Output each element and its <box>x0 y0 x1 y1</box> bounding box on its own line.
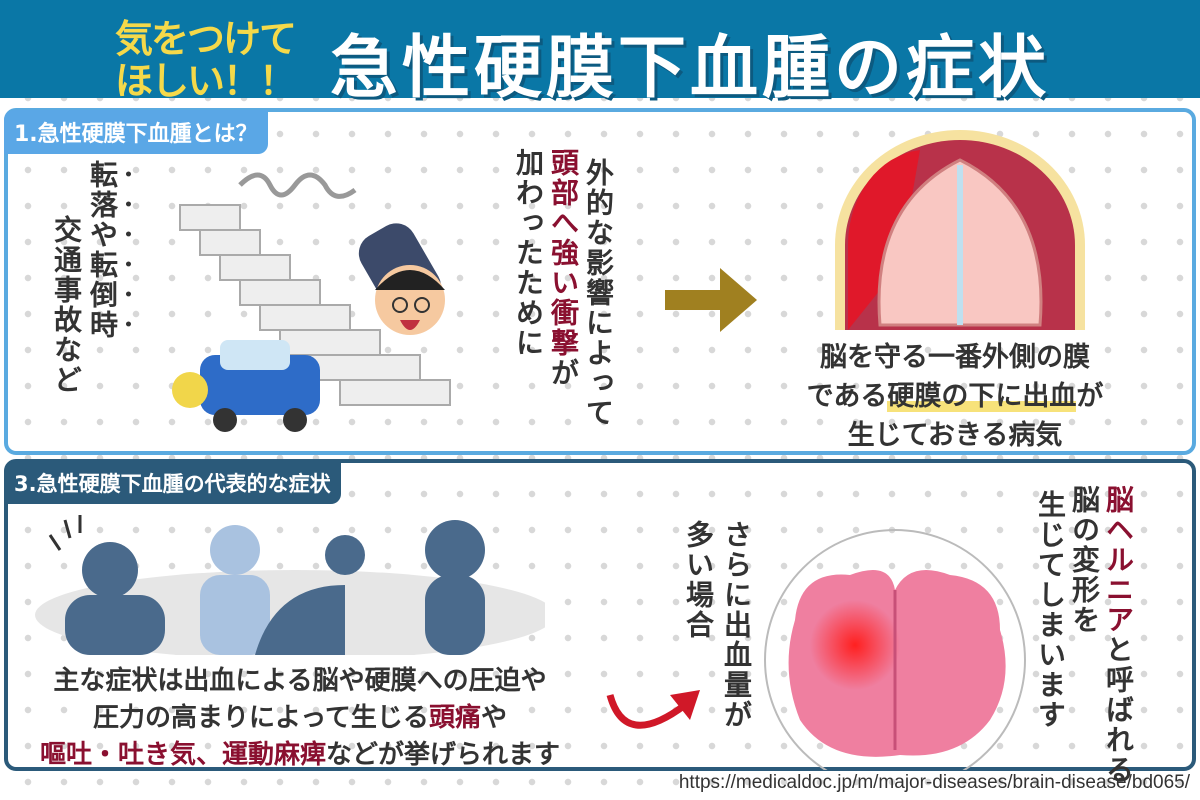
section-what-is-panel <box>4 108 1196 455</box>
symptoms-line2-pre: 圧力の高まりによって生じる <box>93 703 429 733</box>
arrow-right-icon <box>665 268 757 332</box>
source-url: https://medicaldoc.jp/m/major-diseases/b… <box>678 772 1190 793</box>
section2-label: 3.急性硬膜下血腫の代表的な症状 <box>4 462 341 504</box>
section1-label: 1.急性硬膜下血腫とは？ <box>4 110 268 154</box>
header-banner <box>0 0 1200 98</box>
impact-highlight: 頭部へ強い衝撃 <box>547 148 580 358</box>
car-icon <box>172 340 320 432</box>
herniation-line2: 脳の変形を <box>1068 485 1101 635</box>
impact-line1: 外的な影響によって <box>582 158 615 428</box>
cause-traffic: 交通事故など <box>50 215 83 395</box>
herniation-line1-rest: と呼ばれる <box>1102 635 1135 785</box>
curved-arrow-icon <box>606 690 700 729</box>
symptom-headache: 頭痛 <box>428 703 481 733</box>
brain-cross-section-illustration <box>835 130 1085 330</box>
symptoms-line1: 主な症状は出血による脳や硬膜への圧迫や <box>53 666 547 696</box>
definition-line1: 脳を守る一番外側の膜 <box>820 342 1090 373</box>
herniation-line1: 脳ヘルニアと呼ばれる <box>1100 485 1136 785</box>
definition-line2-pre: である <box>806 381 888 412</box>
severe-line1: さらに出血量が <box>720 520 753 730</box>
symptom-vomiting-paralysis: 嘔吐・吐き気、運動麻痺 <box>39 740 326 770</box>
definition-line2-post: が <box>1076 381 1104 412</box>
header-subtitle-line2: ほしい！！ <box>115 59 297 103</box>
symptoms-line3-post: などが挙げられます <box>326 740 561 770</box>
herniation-line3: 生じてしまいます <box>1034 490 1067 730</box>
section-symptoms-panel <box>4 459 1196 771</box>
impact-line2: 頭部へ強い衝撃が <box>545 148 581 388</box>
fall-accident-illustration <box>172 172 451 432</box>
impact-line3: 加わったために <box>512 148 545 358</box>
falling-man-icon <box>358 223 445 335</box>
cause-fall: 転落や転倒時 <box>86 160 119 340</box>
symptoms-line2-post: や <box>480 703 507 733</box>
definition-line3: 生じておきる病気 <box>847 420 1063 451</box>
definition-line2: である硬膜の下に出血が <box>760 374 1150 413</box>
swollen-brain-illustration <box>764 529 1026 770</box>
page-title: 急性硬膜下血腫の症状 <box>330 29 1051 108</box>
symptoms-line2: 圧力の高まりによって生じる頭痛や <box>10 697 590 734</box>
impact-line2-rest: が <box>547 358 580 388</box>
definition-highlight: 硬膜の下に出血 <box>887 381 1077 412</box>
symptoms-line3: 嘔吐・吐き気、運動麻痺などが挙げられます <box>10 734 590 771</box>
herniation-term: 脳ヘルニア <box>1102 485 1135 635</box>
symptoms-text: 主な症状は出血による脳や硬膜への圧迫や 圧力の高まりによって生じる頭痛や 嘔吐・… <box>10 660 590 771</box>
severe-line2: 多い場合 <box>682 520 715 640</box>
header-subtitle-line1: 気をつけて <box>115 17 297 61</box>
definition-text: 脳を守る一番外側の膜 である硬膜の下に出血が 生じておきる病気 <box>760 335 1150 452</box>
symptom-people-illustration <box>35 515 545 655</box>
